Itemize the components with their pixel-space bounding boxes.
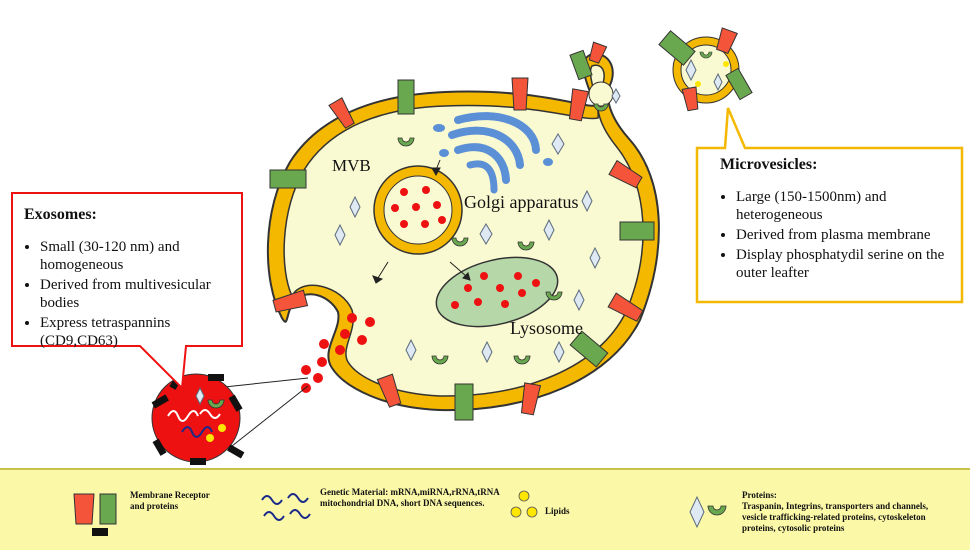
legend-genetic-label: Genetic Material: mRNA,miRNA,rRNA,tRNA m… [320, 487, 500, 508]
exosome-callout-box [11, 192, 243, 391]
microvesicle-free [658, 27, 753, 112]
mvb [373, 165, 463, 255]
membrane-receptors [269, 41, 655, 421]
receptor-red [376, 373, 402, 408]
legend-proteins-label: Proteins: Traspanin, Integrins, transpor… [742, 490, 952, 534]
arrows [372, 159, 471, 284]
legend-membrane-label: Membrane Receptor and proteins [130, 490, 210, 511]
list-item: Derived from multivesicular bodies [40, 276, 224, 312]
microvesicle-list: Large (150-1500nm) and heterogeneous Der… [720, 188, 945, 282]
zoom-lines [214, 377, 309, 447]
protein-green [454, 383, 474, 421]
exosome-enlarged [151, 372, 245, 465]
list-item: Small (30-120 nm) and homogeneous [40, 238, 224, 274]
golgi-label: Golgi apparatus [464, 192, 579, 212]
exosome-callout: Exosomes: Small (30-120 nm) and homogene… [24, 206, 224, 352]
legend-proteins-text: Traspanin, Integrins, transporters and c… [742, 501, 929, 533]
receptor-red [328, 97, 355, 129]
microvesicle-callout-box [695, 107, 964, 304]
protein-green [397, 79, 415, 115]
list-item: Express tetraspannins (CD9,CD63) [40, 314, 224, 350]
receptor-red [607, 292, 644, 322]
list-item: Large (150-1500nm) and heterogeneous [736, 188, 945, 224]
microvesicle-callout: Microvesicles: Large (150-1500nm) and he… [720, 156, 945, 284]
receptor-red [520, 382, 542, 416]
cytoplasm-proteins [334, 87, 621, 365]
protein-green [569, 330, 609, 368]
golgi-apparatus [433, 112, 553, 194]
receptor-red [608, 159, 643, 189]
lysosome-label: Lysosome [510, 318, 584, 338]
list-item: Display phosphatydil serine on the outer… [736, 246, 945, 282]
legend-bar [0, 468, 970, 550]
protein-green [269, 169, 307, 189]
receptor-red [588, 41, 608, 64]
microvesicle-title: Microvesicles: [720, 156, 818, 173]
receptor-red [511, 77, 529, 111]
cytoplasm [283, 64, 644, 397]
legend-lipids-label: Lipids [545, 506, 570, 516]
legend-proteins-title: Proteins: [742, 490, 777, 500]
protein-green [569, 49, 593, 81]
receptor-red [568, 88, 590, 122]
list-item: Derived from plasma membrane [736, 226, 945, 244]
exosome-title: Exosomes: [24, 206, 97, 223]
mvb-label: MVB [332, 156, 371, 175]
exosome-list: Small (30-120 nm) and homogeneous Derive… [24, 238, 224, 350]
protein-green [619, 221, 655, 241]
receptor-red [272, 289, 309, 313]
